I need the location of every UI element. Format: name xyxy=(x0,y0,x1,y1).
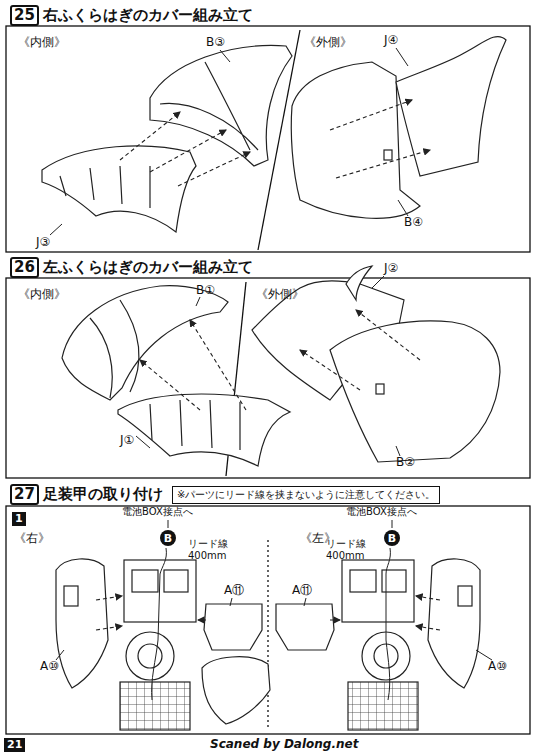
view-label: 《右》 xyxy=(14,532,50,546)
part-label: A⑩ xyxy=(40,660,59,674)
wire-note: 電池BOX接点へ xyxy=(346,506,417,518)
heading-text: 足装甲の取り付け xyxy=(43,485,163,504)
view-label: 《内側》 xyxy=(18,288,66,302)
connector-marker: B xyxy=(384,530,400,546)
heading-text: ※パーツにリード線を挟まないように注意してください。 xyxy=(177,489,435,500)
heading-text: 右ふくらはぎのカバー組み立て xyxy=(43,6,253,25)
heading-text: B xyxy=(388,532,396,545)
step-number: 26 xyxy=(10,257,39,278)
connector-marker: B xyxy=(160,530,176,546)
step-heading: 27足装甲の取り付け xyxy=(10,484,163,505)
wire-length: リード線 400mm xyxy=(188,538,232,561)
part-label: A⑪ xyxy=(224,584,244,598)
part-label: B④ xyxy=(404,216,423,230)
part-label: J③ xyxy=(36,236,50,250)
part-label: J② xyxy=(384,262,398,276)
step-number: 27 xyxy=(10,484,39,505)
wire-length: リード線 400mm xyxy=(326,538,370,561)
part-label: A⑪ xyxy=(292,584,312,598)
heading-text: 21 xyxy=(7,738,22,751)
part-label: B③ xyxy=(206,36,225,50)
page-number: 21 xyxy=(4,738,25,752)
watermark: Scaned by Dalong.net xyxy=(210,738,358,752)
step-heading: 25右ふくらはぎのカバー組み立て xyxy=(10,5,253,26)
view-label: 《外側》 xyxy=(256,288,304,302)
wire-note: 電池BOX接点へ xyxy=(122,506,193,518)
caution-note: ※パーツにリード線を挟まないように注意してください。 xyxy=(172,486,440,504)
part-label: B① xyxy=(196,284,215,298)
part-label: J① xyxy=(120,434,134,448)
view-label: 《内側》 xyxy=(18,36,66,50)
part-label: A⑩ xyxy=(488,660,507,674)
step-heading: 26左ふくらはぎのカバー組み立て xyxy=(10,257,253,278)
heading-text: 1 xyxy=(15,512,23,525)
heading-text: B xyxy=(164,532,172,545)
part-label: J④ xyxy=(384,34,398,48)
heading-text: 左ふくらはぎのカバー組み立て xyxy=(43,258,253,277)
sub-step-number: 1 xyxy=(12,512,26,526)
view-label: 《外側》 xyxy=(304,36,352,50)
step-number: 25 xyxy=(10,5,39,26)
part-label: B② xyxy=(396,456,415,470)
